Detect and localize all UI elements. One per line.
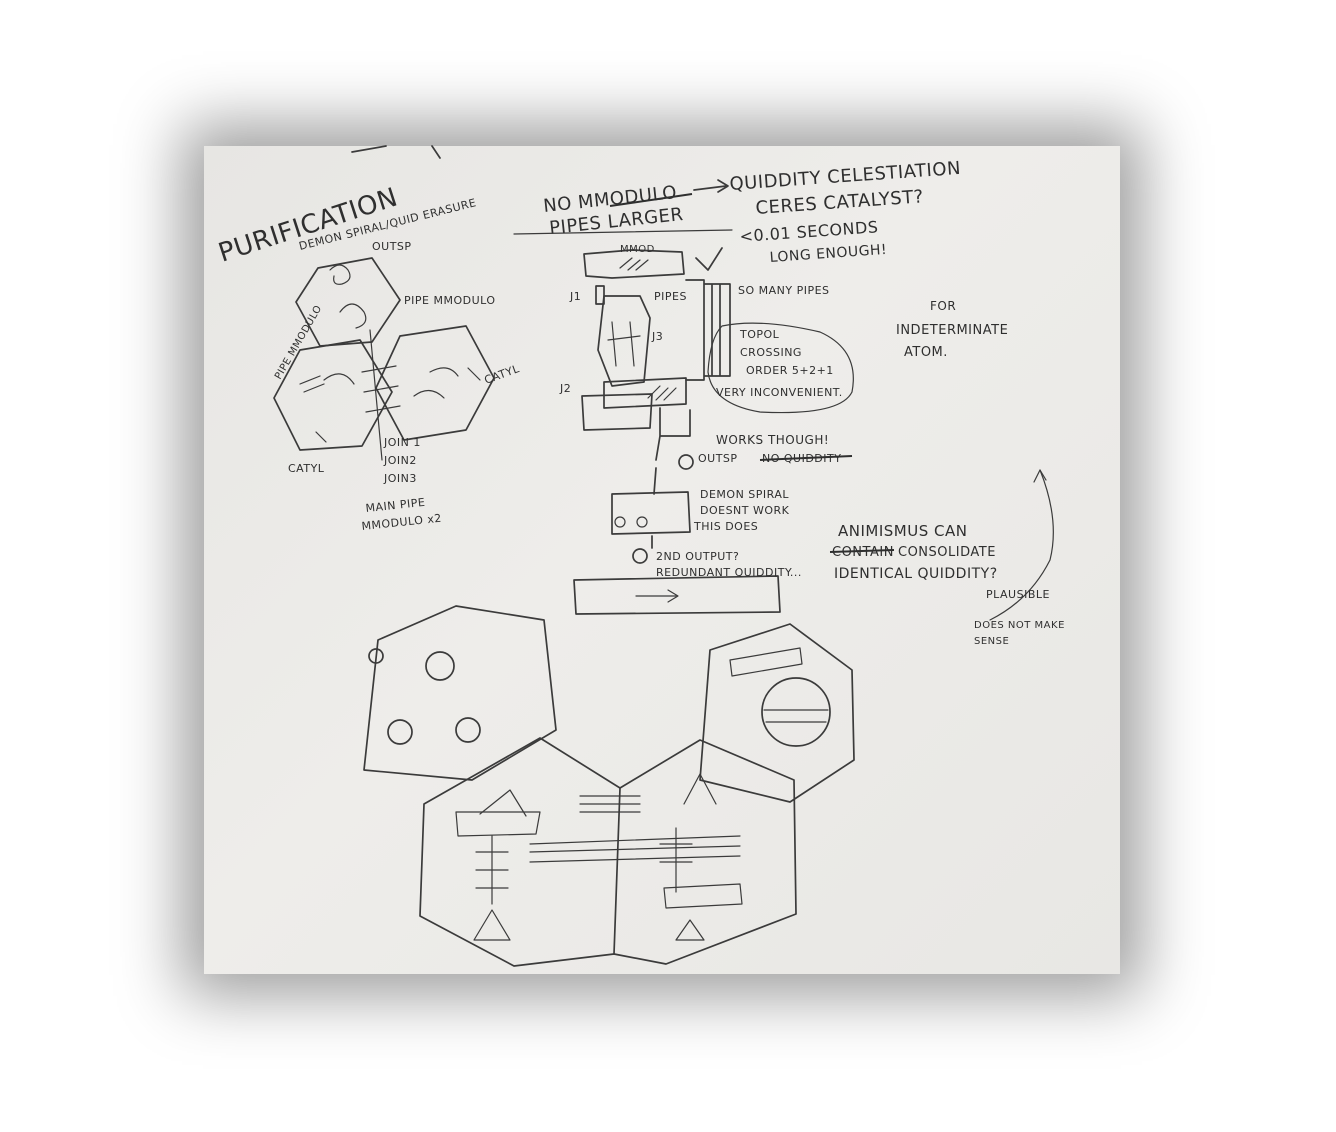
atom-note: ATOM. — [904, 345, 948, 360]
does-not-make-note: DOES NOT MAKE — [974, 620, 1065, 631]
quiddity-celestiation-note: QUIDDITY CELESTIATION — [729, 158, 962, 195]
join-3-label: JOIN3 — [383, 472, 417, 485]
contain-note: CONTAIN — [832, 545, 894, 560]
underline — [513, 229, 733, 235]
arrowhead-icon — [1033, 469, 1047, 483]
second-output-note: 2ND OUTPUT? — [656, 550, 739, 563]
this-does-note: THIS DOES — [693, 520, 758, 533]
topol-label: TOPOL — [739, 328, 780, 341]
catyl-left-label: CATYL — [288, 462, 325, 475]
join-2-label: JOIN2 — [383, 454, 417, 467]
pipe-mmodulo-left-label: PIPE MMODULO — [273, 303, 324, 381]
contain-strike — [829, 549, 895, 553]
plausible-note: PLAUSIBLE — [986, 588, 1050, 601]
j1-label: J1 — [569, 290, 581, 303]
animismus-can-note: ANIMISMUS CAN — [838, 522, 967, 540]
demon-spiral-note: DEMON SPIRAL — [700, 488, 789, 501]
works-though-label: WORKS THOUGH! — [716, 433, 829, 447]
seconds-note: <0.01 SECONDS — [739, 217, 879, 246]
order-label: ORDER 5+2+1 — [746, 364, 834, 377]
consolidate-note: CONSOLIDATE — [898, 545, 996, 560]
notebook-page — [204, 146, 1120, 974]
j3-label: J3 — [651, 330, 663, 343]
left-hex-diagram — [273, 257, 495, 461]
main-pipe-label: MAIN PIPE — [365, 496, 426, 515]
pipes-label: PIPES — [654, 290, 687, 303]
pipe-mmodulo-top-label: PIPE MMODULO — [404, 294, 496, 307]
j2-label: J2 — [559, 382, 571, 395]
no-mmodulo-strike — [609, 193, 693, 207]
long-enough-note: LONG ENOUGH! — [769, 242, 888, 266]
so-many-pipes-label: SO MANY PIPES — [738, 284, 830, 297]
redundant-quiddity-note: REDUNDANT QUIDDITY... — [656, 566, 802, 579]
arrow-icon — [693, 179, 729, 193]
topol-bubble — [707, 322, 854, 414]
outsp-label: OUTSP — [698, 452, 738, 465]
mmod-label: MMOD — [620, 244, 655, 255]
doesnt-work-note: DOESNT WORK — [700, 504, 790, 517]
main-pipe-mmodulo-label: MMODULO x2 — [361, 512, 442, 533]
left-outsp-label: OUTSP — [372, 240, 412, 253]
for-note: FOR — [930, 299, 956, 313]
pencil-marks — [351, 145, 441, 159]
join-1-label: JOIN 1 — [383, 436, 421, 449]
sense-note: SENSE — [974, 636, 1009, 647]
indeterminate-note: INDETERMINATE — [896, 323, 1008, 338]
curve-arrow — [989, 469, 1054, 621]
large-hex-machine — [363, 605, 855, 967]
catyl-right-label: CATYL — [483, 362, 522, 387]
no-quiddity-strike — [759, 455, 853, 461]
center-schematic — [573, 247, 781, 615]
very-inconvenient-label: VERY INCONVENIENT. — [716, 386, 843, 399]
crossing-label: CROSSING — [740, 346, 802, 359]
identical-quiddity-note: IDENTICAL QUIDDITY? — [834, 566, 998, 582]
